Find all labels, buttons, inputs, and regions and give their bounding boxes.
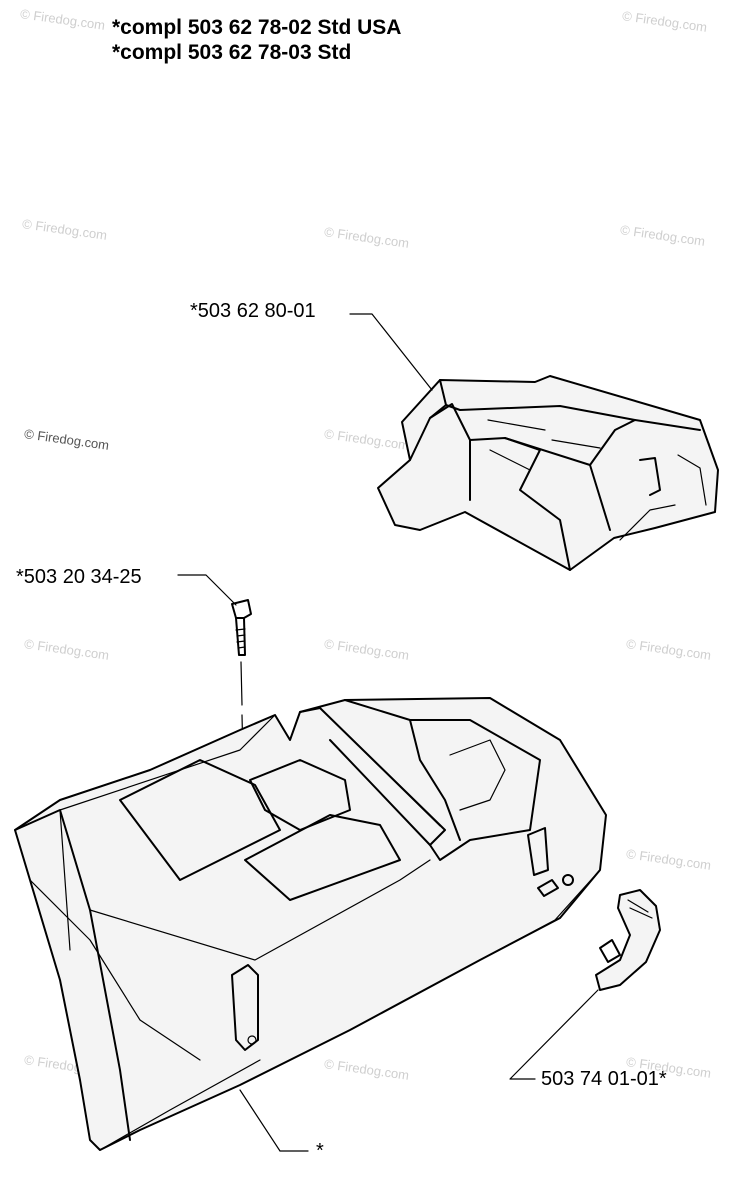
clip-part xyxy=(595,889,661,991)
label-cover-part-number: *503 62 80-01 xyxy=(190,300,316,322)
title-line-2: *compl 503 62 78-03 Std xyxy=(112,41,352,64)
leader-line-clip xyxy=(509,989,599,1080)
leader-line-base xyxy=(239,1089,309,1152)
label-screw-part-number: *503 20 34-25 xyxy=(16,566,142,588)
base-housing-part xyxy=(14,697,607,1151)
label-base-part-number: * xyxy=(316,1140,324,1162)
label-clip-part-number: 503 74 01-01* xyxy=(541,1068,667,1090)
title-line-1: *compl 503 62 78-02 Std USA xyxy=(112,16,402,39)
leader-line-cover xyxy=(349,313,433,391)
leader-line-screw xyxy=(177,574,237,606)
top-cover-part xyxy=(377,375,719,571)
